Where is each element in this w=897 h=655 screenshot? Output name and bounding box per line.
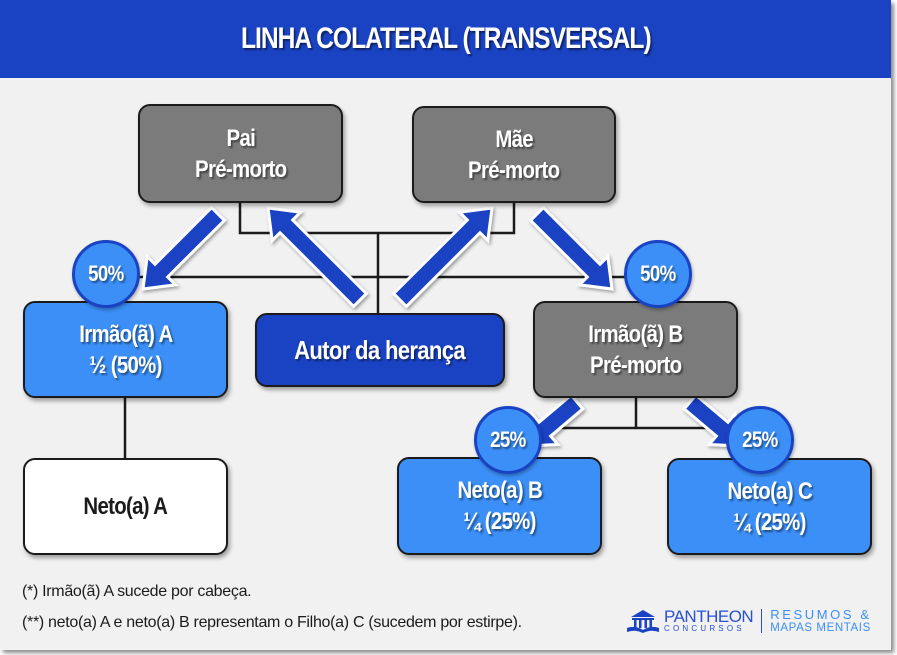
arrow-mae-to-irmao-b (528, 205, 614, 291)
node-label: Neto(a) A (83, 493, 168, 520)
node-neto-a[interactable]: Neto(a) A (23, 458, 228, 555)
node-sublabel: ¼ (25%) (463, 508, 536, 535)
logo-right: RESUMOS & MAPAS MENTAIS (770, 608, 871, 634)
header-banner: LINHA COLATERAL (TRANSVERSAL) (0, 0, 891, 78)
share-badge-irmao-b: 50% (624, 240, 692, 308)
share-badge-neto-b: 25% (474, 406, 542, 474)
temple-book-icon (627, 609, 659, 633)
node-irmao-b[interactable]: Irmão(ã) B Pré-morto (533, 301, 738, 398)
node-irmao-a[interactable]: Irmão(ã) A ½ (50%) (23, 301, 228, 398)
node-neto-c[interactable]: Neto(a) C ¼ (25%) (667, 458, 872, 555)
logo-sub: CONCURSOS (664, 624, 745, 634)
node-label: Irmão(ã) B (588, 320, 683, 348)
brand-logo: PANTHEON CONCURSOS RESUMOS & MAPAS MENTA… (626, 608, 872, 634)
page-title: LINHA COLATERAL (TRANSVERSAL) (240, 22, 652, 55)
badge-label: 25% (742, 427, 778, 452)
node-label: Pai (226, 124, 255, 152)
logo-tagline-2: MAPAS MENTAIS (770, 621, 871, 634)
badge-label: 25% (490, 427, 526, 452)
badge-label: 50% (640, 261, 676, 286)
node-label: Irmão(ã) A (78, 320, 173, 348)
arrow-autor-to-pai (266, 206, 369, 309)
logo-tagline-1: RESUMOS & (770, 607, 872, 622)
logo-brand: PANTHEON (664, 607, 754, 627)
node-sublabel: Pré-morto (194, 155, 287, 183)
share-badge-irmao-a: 50% (72, 240, 140, 308)
node-sublabel: ¼ (25%) (733, 508, 806, 536)
footnote-1: (*) Irmão(ã) A sucede por cabeça. (22, 583, 252, 600)
node-pai[interactable]: Pai Pré-morto (138, 104, 343, 203)
arrow-pai-to-irmao-a (141, 205, 227, 291)
node-sublabel: Pré-morto (468, 156, 560, 184)
node-sublabel: Pré-morto (589, 351, 682, 379)
share-badge-neto-c: 25% (726, 406, 794, 474)
logo-left: PANTHEON CONCURSOS (664, 607, 754, 634)
node-label: Neto(a) B (457, 477, 542, 504)
node-label: Neto(a) C (727, 477, 812, 505)
logo-divider (761, 608, 763, 633)
badge-label: 50% (88, 261, 124, 286)
footnote-2: (**) neto(a) A e neto(a) B representam o… (22, 614, 522, 631)
arrow-autor-to-mae (391, 206, 494, 309)
node-sublabel: ½ (50%) (89, 351, 162, 379)
node-mae[interactable]: Mãe Pré-morto (412, 106, 616, 203)
node-label: Mãe (495, 125, 533, 153)
node-neto-b[interactable]: Neto(a) B ¼ (25%) (397, 457, 602, 555)
node-autor[interactable]: Autor da herança (255, 313, 505, 387)
node-label: Autor da herança (294, 334, 467, 365)
